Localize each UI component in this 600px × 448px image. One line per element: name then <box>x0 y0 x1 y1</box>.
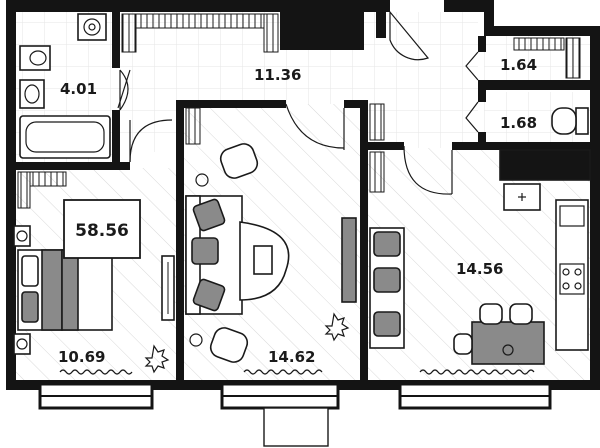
wc-door <box>465 101 479 133</box>
kitchen-door <box>403 145 453 195</box>
walls <box>6 0 600 390</box>
living-furniture <box>185 143 357 363</box>
doors <box>117 10 479 195</box>
kitchen-counter-icon <box>555 199 589 351</box>
bedroom-furniture <box>13 225 175 374</box>
armchair-icon-2 <box>209 327 249 363</box>
room-area-kitchen: 14.56 <box>456 260 503 278</box>
storage-door <box>465 51 479 81</box>
bathtub-icon <box>19 115 111 159</box>
wc-toilet-icon <box>551 107 577 135</box>
toilet-icon <box>19 45 51 71</box>
washing-machine-icon <box>77 13 107 41</box>
room-area-storage: 1.64 <box>500 56 537 74</box>
bathroom-fixtures <box>19 13 111 159</box>
wc-fixtures <box>551 107 589 135</box>
dining-table-icon <box>471 321 545 365</box>
plant-icon <box>144 344 170 374</box>
bathroom-door <box>119 69 129 111</box>
room-area-wc: 1.68 <box>500 114 537 132</box>
total-area: 58.56 <box>75 221 129 241</box>
labels: 58.56 4.01 11.36 1.64 1.68 10.69 14.62 1… <box>58 56 537 366</box>
living-door <box>285 103 345 149</box>
built-ins <box>17 13 581 209</box>
living-plant-icon <box>324 312 350 342</box>
windows <box>38 369 552 447</box>
sink-icon <box>19 79 45 109</box>
total-area-box <box>63 199 141 259</box>
armchair-icon <box>219 143 259 179</box>
living-tv-icon <box>341 217 357 303</box>
room-area-living-room: 14.62 <box>268 348 315 366</box>
wall <box>6 0 390 12</box>
room-area-bathroom: 4.01 <box>60 80 97 98</box>
room-area-hallway: 11.36 <box>254 66 301 84</box>
balcony <box>263 407 329 447</box>
room-area-bedroom: 10.69 <box>58 348 105 366</box>
entrance-door <box>389 10 430 61</box>
wc-cistern-icon <box>575 107 589 135</box>
kitchen-furniture <box>369 183 589 365</box>
nightstand-icon <box>13 225 31 247</box>
